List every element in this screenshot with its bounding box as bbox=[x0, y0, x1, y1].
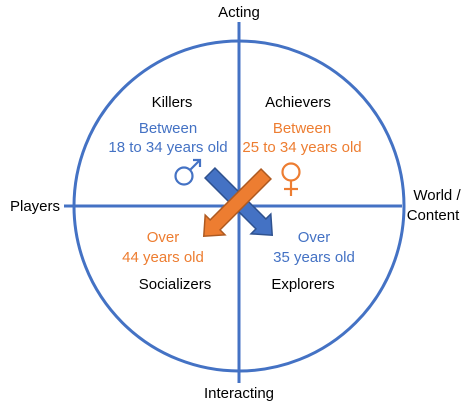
quadrant-name-socializers: Socializers bbox=[139, 276, 212, 293]
axis-label-right-line1: World / bbox=[413, 187, 461, 204]
male-symbol-icon bbox=[174, 158, 202, 186]
explorers-age-line1: Over bbox=[298, 229, 331, 246]
socializers-age-line2: 44 years old bbox=[122, 249, 204, 266]
killers-age-line1: Between bbox=[139, 120, 197, 137]
female-symbol-icon bbox=[281, 162, 301, 196]
axis-label-right-line2: Content bbox=[407, 207, 460, 224]
axis-label-bottom: Interacting bbox=[204, 385, 274, 402]
socializers-age-line1: Over bbox=[147, 229, 180, 246]
axis-label-left: Players bbox=[10, 198, 60, 215]
axis-label-top: Acting bbox=[218, 4, 260, 21]
killers-age-line2: 18 to 34 years old bbox=[108, 139, 227, 156]
quadrant-name-killers: Killers bbox=[152, 94, 193, 111]
achievers-age-line2: 25 to 34 years old bbox=[242, 139, 361, 156]
quadrant-name-achievers: Achievers bbox=[265, 94, 331, 111]
achievers-age-line1: Between bbox=[273, 120, 331, 137]
explorers-age-line2: 35 years old bbox=[273, 249, 355, 266]
orange-arrow-icon bbox=[202, 167, 273, 238]
quadrant-name-explorers: Explorers bbox=[271, 276, 334, 293]
